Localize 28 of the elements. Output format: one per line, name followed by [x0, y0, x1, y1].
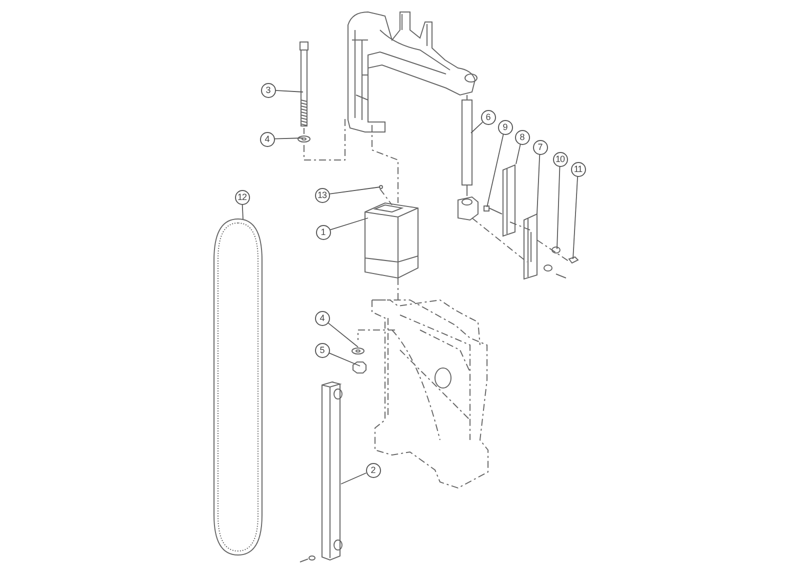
callout-number: 5 — [314, 342, 330, 358]
leader-line — [340, 472, 367, 484]
callout-number: 6 — [480, 110, 496, 124]
callout-number: 4 — [260, 132, 274, 146]
callout-number: 2 — [366, 462, 380, 478]
leader-line — [486, 134, 504, 208]
leader-line — [470, 122, 483, 134]
callout-number: 9 — [498, 120, 512, 134]
callout-number: 3 — [260, 82, 276, 98]
callout-number: 12 — [234, 190, 250, 204]
leader-line — [274, 138, 304, 140]
callout-number: 7 — [532, 140, 548, 154]
leader-line — [275, 90, 304, 92]
leader-line — [556, 166, 560, 250]
leader-line — [327, 322, 358, 348]
leader-line — [572, 176, 578, 260]
leader-line — [330, 218, 368, 230]
leader-line — [328, 352, 360, 366]
leader-line — [328, 186, 380, 194]
callout-number: 8 — [514, 130, 530, 144]
leader-line — [536, 154, 540, 214]
leader-line — [516, 144, 521, 164]
callout-number: 4 — [314, 310, 330, 326]
leader-line — [242, 204, 244, 220]
callout-number: 11 — [570, 162, 586, 176]
callout-number: 1 — [316, 224, 330, 240]
callout-number: 13 — [314, 188, 330, 202]
callout-number: 10 — [552, 152, 568, 166]
